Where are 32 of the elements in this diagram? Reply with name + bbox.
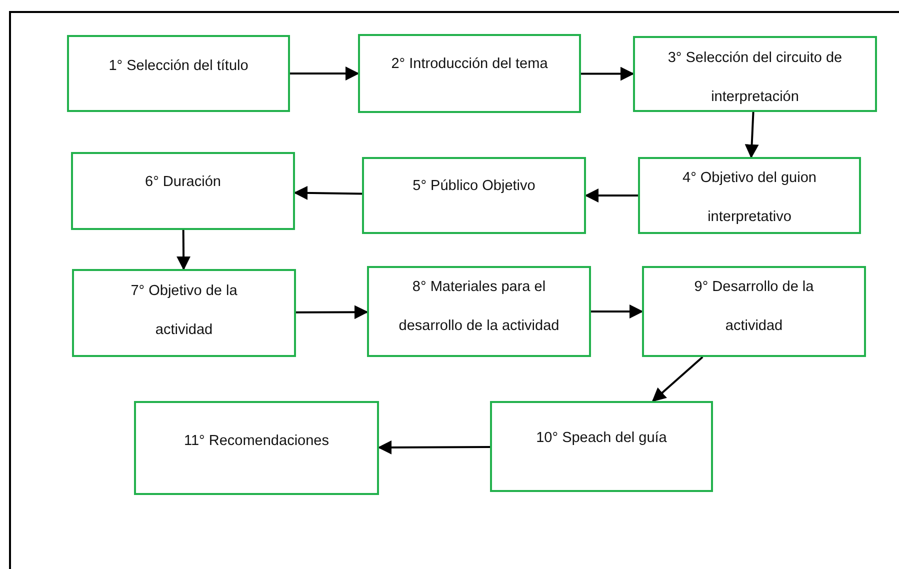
step-label: 9° Desarrollo de la actividad [693, 278, 815, 336]
step-box [638, 157, 861, 234]
arrow [378, 440, 490, 454]
step-label: 6° Duración [145, 173, 221, 192]
step-label: 4° Objetivo del guion interpretativo [682, 169, 818, 227]
step-box [642, 266, 866, 357]
arrow [744, 112, 759, 158]
step-box [358, 34, 581, 113]
arrow [652, 356, 704, 402]
step-box [362, 157, 586, 234]
step-label: 11° Recomendaciones [184, 432, 329, 451]
arrow [290, 66, 360, 80]
step-label: 8° Materiales para el desarrollo de la actividad [398, 278, 560, 336]
arrow [584, 188, 638, 202]
step-label: 2° Introducción del tema [391, 55, 548, 74]
step-box [633, 36, 877, 112]
step-box [72, 269, 296, 357]
arrow [294, 186, 362, 200]
step-label: 5° Público Objetivo [412, 177, 536, 196]
step-label: 10° Speach del guía [536, 429, 667, 448]
arrow [591, 304, 644, 318]
step-box [134, 401, 379, 495]
arrow [176, 230, 191, 270]
step-box [367, 266, 591, 357]
step-box [71, 152, 295, 230]
step-box [67, 35, 290, 112]
step-label: 3° Selección del circuito de interpretación [666, 49, 844, 107]
step-label: 1° Selección del título [108, 57, 248, 76]
arrow [581, 66, 634, 81]
step-label: 7° Objetivo de la actividad [130, 282, 238, 340]
step-box [490, 401, 713, 492]
arrow [296, 305, 368, 320]
